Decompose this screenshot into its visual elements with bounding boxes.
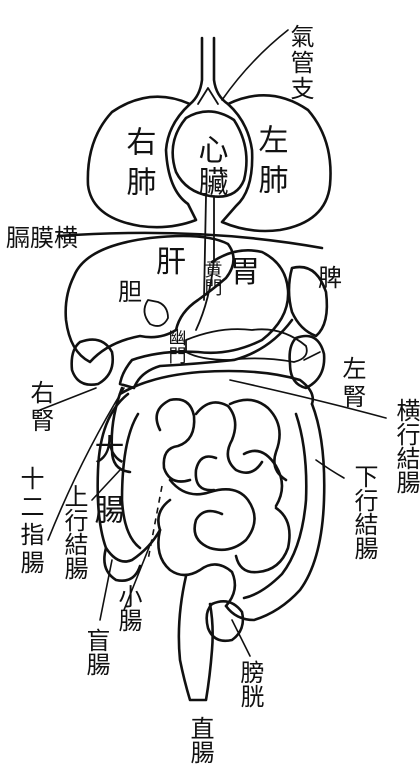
label-transverse-colon: 横行結腸 [392, 398, 420, 494]
label-left-kidney: 左腎 [338, 356, 366, 412]
small-intestine [157, 399, 290, 606]
descending-colon [226, 404, 324, 620]
label-spleen: 脾 [318, 264, 342, 292]
label-bronchi: 氣管支 [286, 24, 314, 102]
label-diaphragm: 膈膜横 [6, 224, 78, 252]
label-right-lung: 右肺 [121, 126, 157, 206]
right-kidney [72, 340, 113, 385]
label-liver: 肝 [156, 245, 186, 280]
gallbladder [144, 300, 168, 326]
label-pylorus: 幽門 [166, 328, 187, 364]
rectum [179, 576, 213, 700]
label-rectum: 直腸 [186, 716, 214, 764]
label-gallbladder: 胆 [118, 278, 142, 306]
leader-lines [40, 30, 386, 656]
label-bladder: 膀胱 [236, 660, 264, 708]
label-descending-colon: 下行結腸 [350, 464, 378, 560]
label-heart: 心臟 [193, 134, 229, 198]
label-stomach: 胃 [230, 255, 260, 290]
label-ascending-colon: 上行結腸 [60, 484, 88, 580]
label-left-lung: 左肺 [253, 124, 289, 204]
label-cecum: 盲腸 [82, 628, 110, 676]
label-right-kidney: 右腎 [26, 380, 54, 436]
label-cardia: 賁門 [202, 260, 223, 296]
transverse-colon [120, 371, 313, 404]
liver [66, 236, 234, 362]
label-small-intestine: 小腸 [114, 584, 142, 632]
label-large-intestine: 大腸 [89, 434, 125, 554]
label-duodenum: 十二指腸 [16, 466, 44, 578]
trachea [190, 38, 228, 104]
